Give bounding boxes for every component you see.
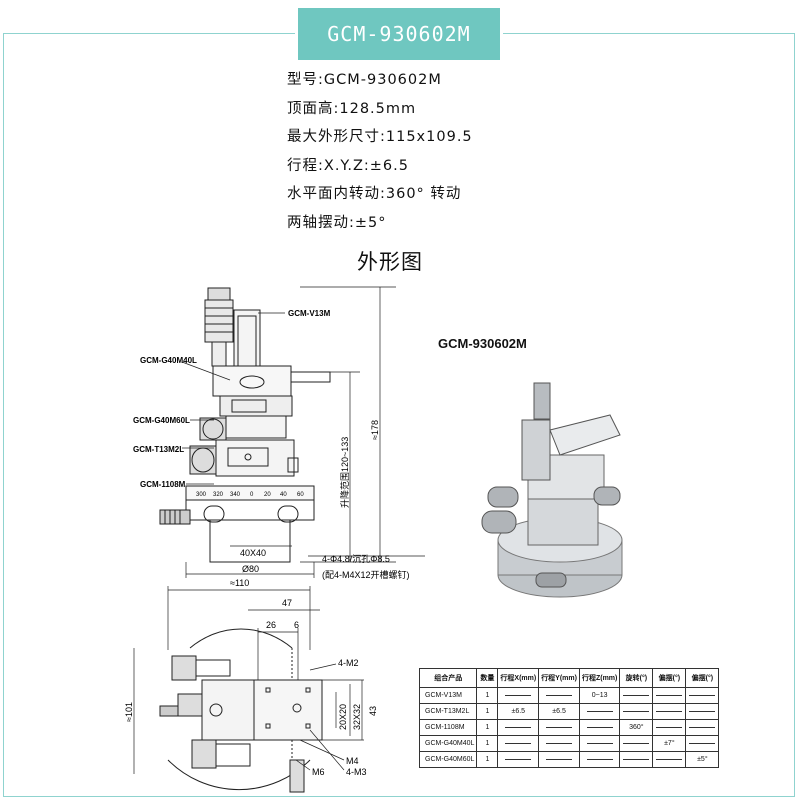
table-cell-y: ±6.5 [538, 703, 580, 720]
table-cell-tilt2: ±5° [685, 751, 720, 768]
table-cell-product: GCM-V13M [418, 687, 478, 704]
table-cell-z: 0~13 [578, 687, 621, 704]
dim-travel: 升降范围120~133 [339, 437, 350, 508]
table-cell-empty [652, 719, 687, 736]
table-cell-empty [578, 751, 621, 768]
table-cell-rot: 360° [619, 719, 654, 736]
hole-note-2: (配4-M4X12开槽螺钉) [322, 569, 410, 580]
spec-list: 型号:GCM-930602M 顶面高:128.5mm 最大外形尺寸:115x10… [287, 66, 473, 237]
callout-g40m60l: GCM-G40M60L [133, 416, 190, 425]
dim-43: 43 [368, 706, 378, 716]
spec-tilt: 两轴摆动:±5° [287, 214, 387, 231]
photo-label: GCM-930602M [438, 336, 527, 351]
table-header: 行程Z(mm) [578, 668, 621, 688]
table-cell-empty [578, 703, 621, 720]
table-cell-empty [652, 703, 687, 720]
dim-6: 6 [294, 620, 299, 630]
table-cell-empty [652, 751, 687, 768]
table-cell-qty: 1 [476, 735, 499, 752]
table-header: 行程Y(mm) [538, 668, 580, 688]
dim-26: 26 [266, 620, 276, 630]
table-cell-empty [497, 751, 540, 768]
table-cell-empty [685, 703, 720, 720]
table-cell-empty [497, 719, 540, 736]
combination-table: 组合产品 数量 行程X(mm) 行程Y(mm) 行程Z(mm) 旋转(°) 偏摆… [418, 668, 720, 768]
scale-tick-300: 300 [196, 492, 207, 498]
label-4m3: 4-M3 [346, 767, 367, 777]
table-cell-empty [497, 687, 540, 704]
table-cell-empty [685, 719, 720, 736]
table-cell-empty [619, 751, 654, 768]
table-row: GCM-T13M2L 1 ±6.5 ±6.5 [418, 703, 720, 720]
table-cell-product: GCM-1108M [418, 719, 478, 736]
spec-rotation: 水平面内转动:360° 转动 [287, 186, 462, 202]
table-cell-empty [652, 687, 687, 704]
spec-top-height: 顶面高:128.5mm [287, 100, 417, 117]
table-row: GCM-G40M60L 1 ±5° [418, 751, 720, 768]
product-illustration [481, 382, 623, 598]
dim-20x20: 20X20 [338, 704, 348, 730]
table-row: GCM-V13M 1 0~13 [418, 687, 720, 704]
table-cell-empty [497, 735, 540, 752]
scale-tick-20: 20 [264, 492, 271, 498]
table-cell-empty [538, 687, 580, 704]
table-header: 数量 [476, 668, 499, 688]
dim-101: ≈101 [124, 702, 134, 722]
table-header: 行程X(mm) [497, 668, 540, 688]
label-4m2: 4-M2 [338, 658, 359, 668]
table-cell-qty: 1 [476, 751, 499, 768]
scale-tick-60: 60 [297, 492, 304, 498]
model-title-tab: GCM-930602M [298, 8, 500, 60]
table-cell-qty: 1 [476, 719, 499, 736]
table-cell-empty [619, 687, 654, 704]
hole-note-1: 4-Φ4.8/沉孔Φ8.5 [322, 554, 390, 564]
scale-tick-340: 340 [230, 492, 241, 498]
table-cell-empty [619, 703, 654, 720]
table-cell-x: ±6.5 [497, 703, 540, 720]
table-cell-empty [685, 735, 720, 752]
table-header: 组合产品 [418, 668, 478, 688]
dim-47: 47 [282, 598, 292, 608]
table-cell-empty [578, 735, 621, 752]
table-cell-product: GCM-G40M40L [418, 735, 478, 752]
label-m6: M6 [312, 767, 325, 777]
table-header: 旋转(°) [619, 668, 654, 688]
table-cell-empty [538, 735, 580, 752]
callout-g40m40l: GCM-G40M40L [140, 356, 197, 365]
label-m4: M4 [346, 756, 359, 766]
table-cell-empty [685, 687, 720, 704]
spec-max-size: 最大外形尺寸:115x109.5 [287, 129, 473, 145]
scale-tick-320: 320 [213, 492, 224, 498]
section-title: 外形图 [357, 250, 423, 274]
table-cell-product: GCM-G40M60L [418, 751, 478, 768]
table-row: GCM-1108M 1 360° [418, 719, 720, 736]
table-cell-empty [578, 719, 621, 736]
table-cell-empty [538, 719, 580, 736]
table-header: 偏摆(°) [652, 668, 687, 688]
table-cell-qty: 1 [476, 687, 499, 704]
table-cell-empty [538, 751, 580, 768]
table-header: 偏摆(°) [685, 668, 720, 688]
table-header-row: 组合产品 数量 行程X(mm) 行程Y(mm) 行程Z(mm) 旋转(°) 偏摆… [418, 668, 720, 688]
callout-1108m: GCM-1108M [140, 480, 186, 489]
dim-110: ≈110 [230, 578, 249, 588]
table-cell-tilt1: ±7° [652, 735, 687, 752]
table-cell-empty [619, 735, 654, 752]
dim-d80: Ø80 [242, 564, 259, 574]
table-cell-product: GCM-T13M2L [418, 703, 478, 720]
callout-v13m: GCM-V13M [288, 309, 331, 318]
dim-32x32: 32X32 [352, 704, 362, 730]
callout-t13m2l: GCM-T13M2L [133, 445, 184, 454]
table-cell-qty: 1 [476, 703, 499, 720]
table-row: GCM-G40M40L 1 ±7° [418, 735, 720, 752]
dim-40x40: 40X40 [240, 548, 266, 558]
spec-travel: 行程:X.Y.Z:±6.5 [287, 157, 409, 174]
scale-tick-40: 40 [280, 492, 287, 498]
dim-height: ≈178 [370, 420, 380, 440]
scale-tick-0: 0 [250, 492, 254, 498]
spec-model: 型号:GCM-930602M [287, 72, 442, 88]
